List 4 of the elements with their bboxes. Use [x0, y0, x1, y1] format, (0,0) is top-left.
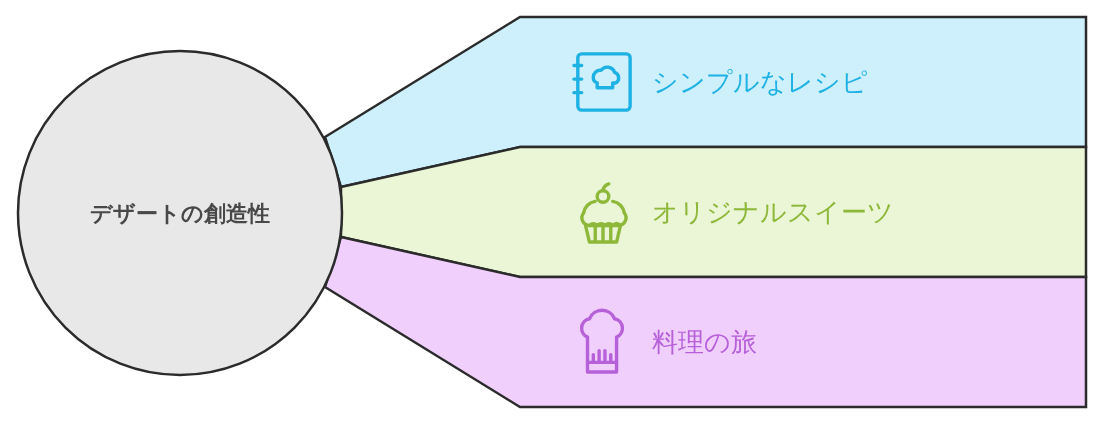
band-label: オリジナルスイーツ [652, 196, 894, 229]
band-label: 料理の旅 [652, 326, 757, 359]
circle-label: デザートの創造性 [89, 200, 271, 228]
band-label: シンプルなレシピ [652, 66, 868, 99]
